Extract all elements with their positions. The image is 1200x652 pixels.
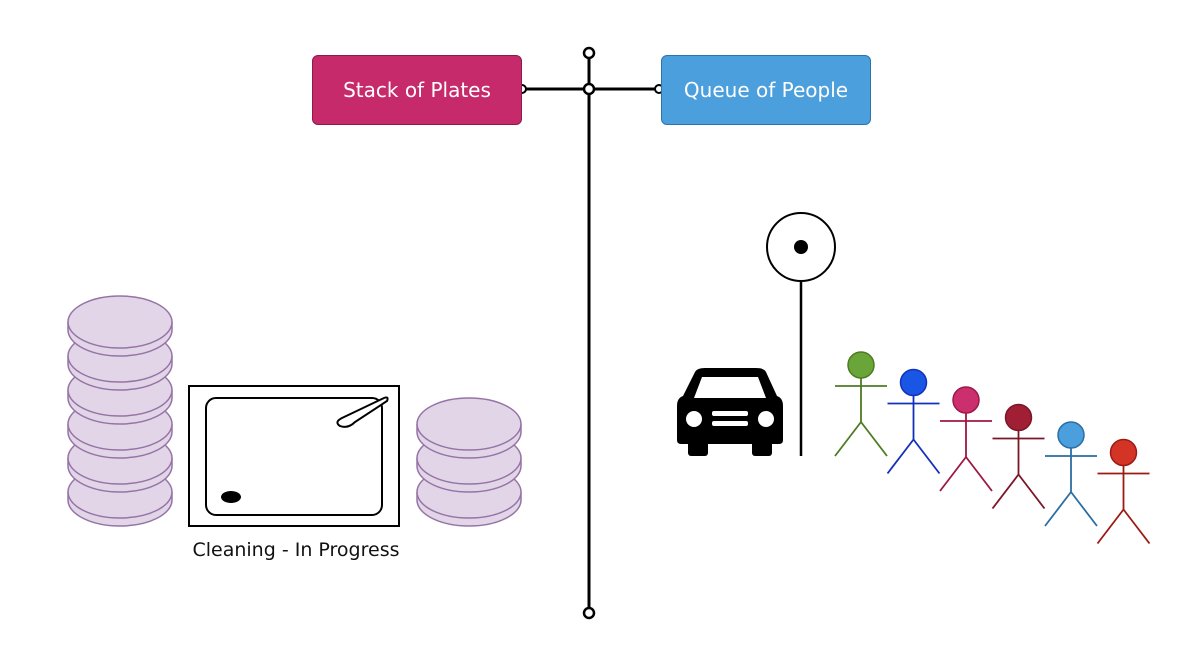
- person-icon: [834, 351, 888, 457]
- queue-of-people-box: Queue of People: [661, 55, 871, 125]
- person-icon: [991, 403, 1046, 510]
- stack-of-plates-box: Stack of Plates: [312, 55, 522, 125]
- divider-top-endpoint: [582, 46, 596, 60]
- queue-of-people-label: Queue of People: [683, 78, 849, 102]
- person-icon: [1096, 438, 1151, 545]
- sink-icon: [188, 385, 400, 527]
- left-plate-stack: [67, 295, 173, 527]
- car-icon: [677, 368, 783, 456]
- person-icon: [1044, 421, 1098, 527]
- person-icon: [939, 386, 993, 492]
- stack-of-plates-label: Stack of Plates: [343, 78, 491, 102]
- people-queue: [834, 351, 1151, 545]
- person-icon: [886, 368, 941, 475]
- plate-icon: [67, 295, 173, 357]
- connector-junction: [582, 82, 596, 96]
- right-plate-stack: [416, 397, 522, 527]
- sign-post-icon: [766, 212, 836, 456]
- plate-icon: [416, 397, 522, 459]
- divider-bottom-endpoint: [582, 606, 596, 620]
- sink-caption: Cleaning - In Progress: [192, 539, 400, 561]
